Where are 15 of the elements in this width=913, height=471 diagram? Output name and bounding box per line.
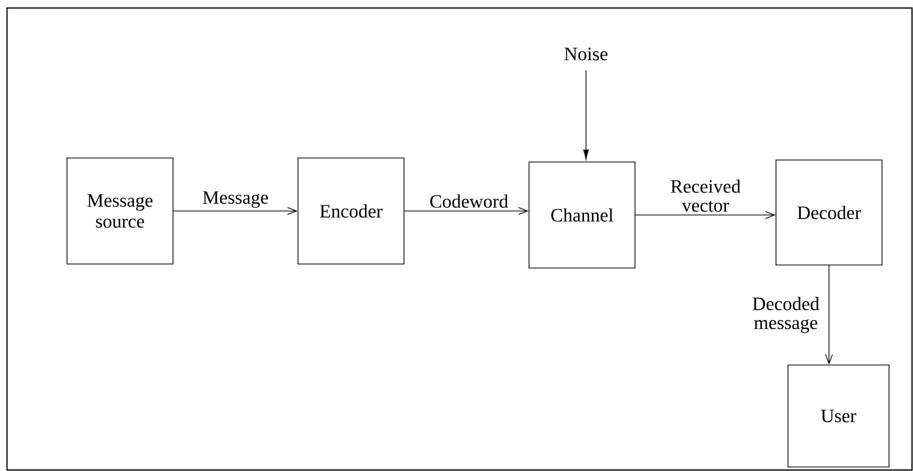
arrow	[173, 207, 298, 215]
edge-label: Received vector	[668, 178, 744, 213]
arrow	[404, 207, 529, 215]
process-box: Encoder	[298, 158, 404, 264]
arrow	[583, 70, 589, 160]
process-box: Channel	[528, 162, 636, 268]
input-label: Noise	[564, 48, 608, 60]
arrow	[825, 265, 833, 365]
process-box: User	[788, 364, 890, 468]
edge-label: Codeword	[428, 193, 508, 209]
process-box: Message source	[66, 158, 174, 264]
process-box: Decoder	[776, 160, 882, 266]
arrow	[635, 211, 776, 219]
edge-label: Message	[198, 190, 274, 209]
edge-label: Decoded message	[744, 296, 827, 334]
